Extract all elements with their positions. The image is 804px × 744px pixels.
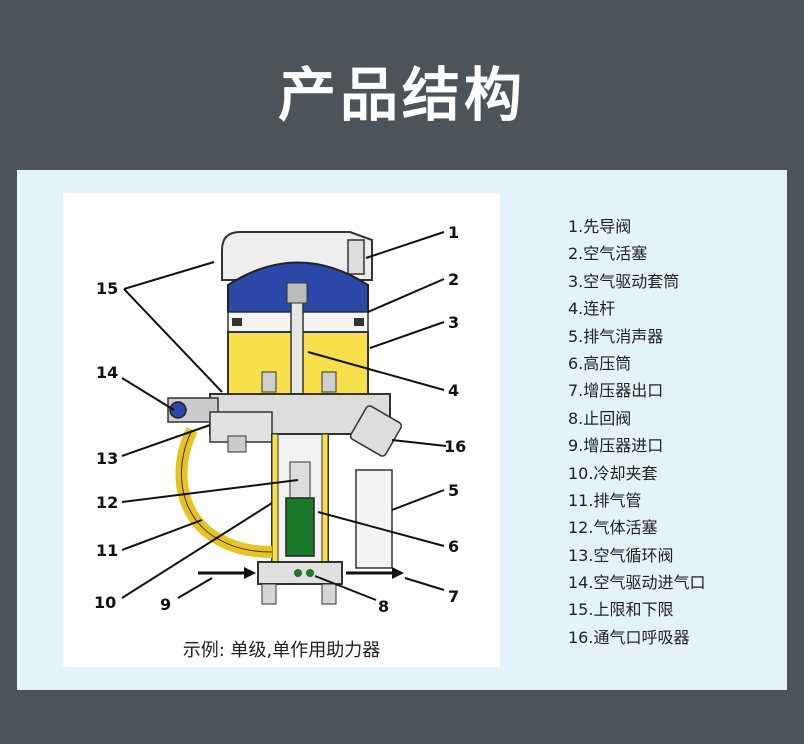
callout-12: 12 [96,493,118,512]
callout-5: 5 [448,481,459,500]
legend-item-1: 1.先导阀 [568,217,632,236]
callout-1: 1 [448,223,459,242]
exhaust-tube [175,427,273,558]
legend-item-4: 4.连杆 [568,299,616,319]
exhaust-muffler [355,469,393,569]
gas-piston [285,497,315,557]
legend-item-12: 12.气体活塞 [568,518,658,538]
callout-6: 6 [448,537,459,556]
callout-2: 2 [448,270,459,289]
legend-item-16: 16.通气口呼吸器 [568,627,690,647]
callout-7: 7 [448,587,459,606]
diagram-caption: 示例: 单级,单作用助力器 [182,640,381,661]
callout-14: 14 [96,363,118,382]
legend-item-13: 13.空气循环阀 [568,545,674,565]
legend-item-5: 5.排气消声器 [568,326,664,346]
callout-13: 13 [96,449,118,468]
page-title: 产品结构 [277,61,526,129]
pilot-valve [347,239,365,275]
callout-10: 10 [94,593,116,612]
legend-item-8: 8.止回阀 [568,408,632,428]
parts-legend: 1.先导阀 2.空气活塞 3.空气驱动套筒 4.连杆 5.排气消声器 6.高压筒… [568,213,705,651]
legend-item-11: 11.排气管 [568,490,642,510]
legend-item-6: 6.高压筒 [568,353,632,373]
callout-4: 4 [448,381,459,400]
callout-3: 3 [448,313,459,332]
legend-item-2: 2.空气活塞 [568,244,648,264]
legend-item-9: 9.增压器进口 [568,436,664,456]
callout-16: 16 [444,437,466,456]
legend-item-14: 14.空气驱动进气口 [568,573,706,593]
legend-item-7: 7.增压器出口 [568,381,664,401]
air-inlet-port [169,401,187,419]
legend-item-10: 10.冷却夹套 [568,463,658,483]
callout-9: 9 [160,595,171,614]
callout-8: 8 [378,597,389,616]
callout-15: 15 [96,279,118,298]
legend-item-15: 15.上限和下限 [568,600,674,620]
callout-11: 11 [96,541,118,560]
legend-item-3: 3.空气驱动套筒 [568,271,680,291]
